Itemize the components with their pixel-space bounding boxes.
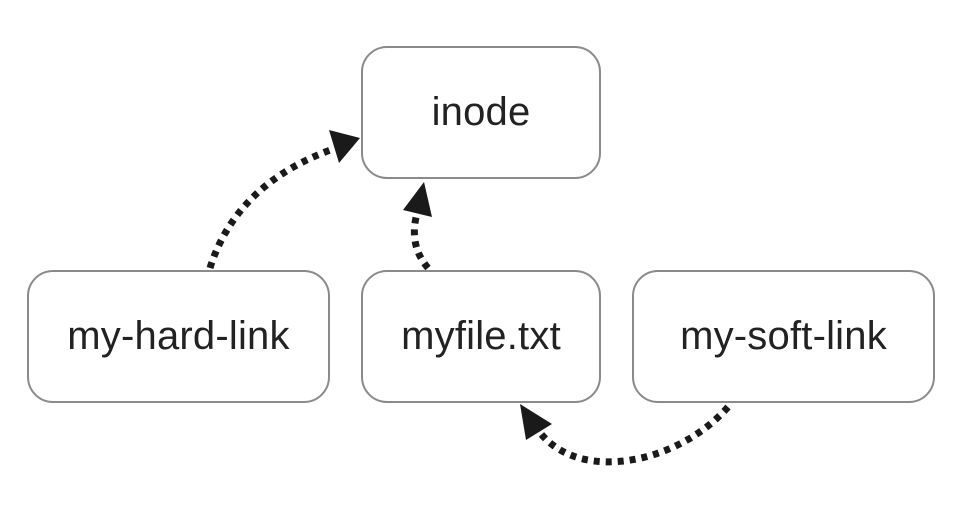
edge-soft-link-to-file: [520, 404, 731, 466]
file-label: myfile.txt: [401, 314, 561, 358]
soft-link-label: my-soft-link: [680, 314, 887, 358]
hard-link-node: my-hard-link: [27, 270, 330, 403]
file-node: myfile.txt: [361, 270, 601, 403]
inode-label: inode: [431, 90, 531, 134]
soft-link-node: my-soft-link: [632, 270, 935, 403]
arrowhead: [403, 182, 432, 217]
edge-file-to-inode: [403, 182, 432, 271]
hard-link-label: my-hard-link: [67, 314, 290, 358]
inode-node: inode: [361, 46, 601, 179]
arrowhead: [520, 404, 552, 440]
edge-hard-link-to-inode: [206, 130, 360, 270]
arrowhead: [329, 130, 360, 163]
